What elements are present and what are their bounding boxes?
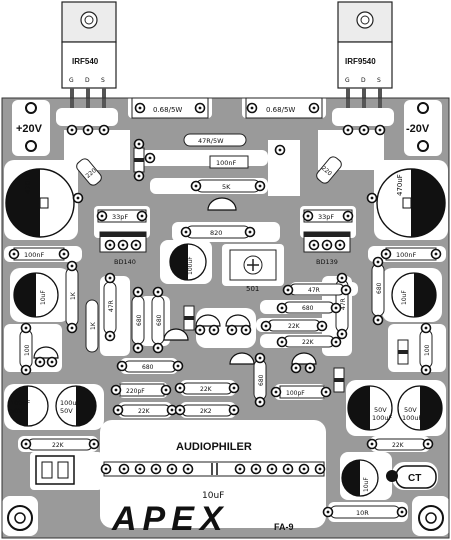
cap-100uf-50v-a-volt: 50V xyxy=(10,407,23,415)
output-label: CT xyxy=(408,473,421,484)
cap-100uf-center xyxy=(169,243,207,281)
resistor-2k2-label: 2K2 xyxy=(200,408,212,415)
input-connector xyxy=(35,455,75,485)
resistor-680-c-label: 680 xyxy=(376,282,383,294)
resistor-47r-center-label: 47R xyxy=(308,287,320,294)
resistor-1k-mid xyxy=(85,299,99,353)
driver-right-label: BD139 xyxy=(316,258,338,266)
resistor-22k-b-label: 22K xyxy=(302,339,315,346)
resistor-22k-c-label: 22K xyxy=(200,386,213,393)
cap-100uf-50v-d xyxy=(397,385,443,431)
resistor-220-left xyxy=(76,158,102,186)
right-mosfet-pin-g: G xyxy=(345,77,350,84)
cap-100nf-left-label: 100nF xyxy=(24,251,45,259)
cap-33pf-left-label: 33pF xyxy=(112,213,128,221)
resistor-22k-d-label: 22K xyxy=(138,408,151,415)
left-mosfet-pin-g: G xyxy=(69,77,74,84)
resistor-100-right-label: 100 xyxy=(424,344,431,356)
cap-100uf-50v-b xyxy=(55,385,97,427)
small-transistors xyxy=(33,197,317,365)
right-mosfet-pin-s: S xyxy=(377,77,381,84)
resistor-680-b-label: 680 xyxy=(156,314,163,326)
cap-10uf-right xyxy=(391,272,437,318)
input-cap-label: 10uF xyxy=(202,491,224,501)
cap-100uf-50v-c-val: 50V xyxy=(374,406,387,414)
cap-100nf-top-label: 100nF xyxy=(216,159,237,167)
resistor-1k-left-label: 1K xyxy=(70,291,77,300)
terminal-pos xyxy=(25,102,37,152)
designer-label: AUDIOPHILER xyxy=(176,441,252,453)
cap-220pf-label: 220pF xyxy=(126,388,145,395)
resistor-47r5w xyxy=(183,133,247,147)
resistor-680-d-label: 680 xyxy=(302,305,314,312)
resistor-emitter-left-label: 0.68/5W xyxy=(153,106,182,114)
cap-100uf-50v-a-val: 100uF xyxy=(10,399,31,407)
cap-100uf-50v-b-volt: 50V xyxy=(60,407,73,415)
trimpot xyxy=(229,249,277,281)
right-mosfet-pin-d: D xyxy=(361,77,366,84)
resistor-22k-e-label: 22K xyxy=(52,442,65,449)
resistor-47r-right-label: 47R xyxy=(340,298,347,310)
left-mosfet-pin-s: S xyxy=(101,77,105,84)
cap-100uf-50v-c-volt: 100uF xyxy=(372,414,393,422)
resistor-22k-f-label: 22K xyxy=(392,442,405,449)
left-mosfet-pin-d: D xyxy=(85,77,90,84)
resistor-10r-label: 10R xyxy=(356,509,369,517)
cap-100uf-center-label: 100uF xyxy=(187,256,194,275)
cap-10uf-bottom xyxy=(341,459,379,497)
cap-470uf-left-label: 470uF xyxy=(24,172,32,194)
driver-left-label: BD140 xyxy=(114,258,136,266)
resistor-22k-a-label: 22K xyxy=(288,323,301,330)
resistor-680-e-label: 680 xyxy=(142,364,154,371)
resistor-100-left-label: 100 xyxy=(24,344,31,356)
resistor-680-a-label: 680 xyxy=(136,314,143,326)
trimpot-label: 501 xyxy=(246,285,259,293)
resistor-47r-left-label: 47R xyxy=(108,300,115,312)
cap-100uf-50v-d-val: 50V xyxy=(404,406,417,414)
cap-470uf-left xyxy=(5,168,75,238)
cap-10uf-left-label: 10uF xyxy=(40,290,47,305)
model-label: FA-9 xyxy=(274,522,294,532)
mounting-holes xyxy=(7,505,444,531)
cap-100pf-label: 100pF xyxy=(286,390,305,397)
resistor-emitter-right xyxy=(245,97,323,119)
power-pos-label: +20V xyxy=(16,123,43,135)
board-outline xyxy=(1,97,450,539)
cap-100nf-top xyxy=(209,155,249,169)
right-mosfet xyxy=(337,1,393,122)
cap-10uf-right-label: 10uF xyxy=(401,290,408,305)
resistor-820-label: 820 xyxy=(210,229,222,237)
cap-100uf-50v-c xyxy=(347,385,393,431)
left-mosfet-label: IRF540 xyxy=(72,57,99,66)
apex-logo: APEX xyxy=(111,500,229,538)
resistor-47r5w-label: 47R/5W xyxy=(198,137,224,145)
output-connector xyxy=(386,465,437,489)
resistor-1k-right-label: 1K xyxy=(90,321,97,330)
cap-100uf-50v-a xyxy=(7,385,49,427)
resistor-5k-label: 5K xyxy=(222,183,231,191)
cap-100nf-right-label: 100nF xyxy=(396,251,417,259)
right-mosfet-label: IRF9540 xyxy=(345,57,376,66)
cap-470uf-right-label: 470uF xyxy=(396,174,404,196)
cap-470uf-right xyxy=(376,168,446,238)
resistor-220-right xyxy=(316,156,342,184)
left-mosfet xyxy=(61,1,117,122)
power-neg-label: -20V xyxy=(406,123,430,135)
cap-10uf-left xyxy=(13,272,59,318)
resistor-680-vert-label: 680 xyxy=(258,374,265,386)
resistor-emitter-right-label: 0.68/5W xyxy=(266,106,295,114)
brand-label: APEX xyxy=(111,500,229,538)
cap-10uf-bottom-label: 10uF xyxy=(363,477,370,492)
cap-100uf-50v-d-volt: 100uF xyxy=(402,414,423,422)
terminal-neg xyxy=(417,102,429,152)
resistor-emitter-left xyxy=(131,97,209,119)
cap-33pf-right-label: 33pF xyxy=(318,213,334,221)
cap-100uf-50v-b-val: 100uF xyxy=(60,399,81,407)
